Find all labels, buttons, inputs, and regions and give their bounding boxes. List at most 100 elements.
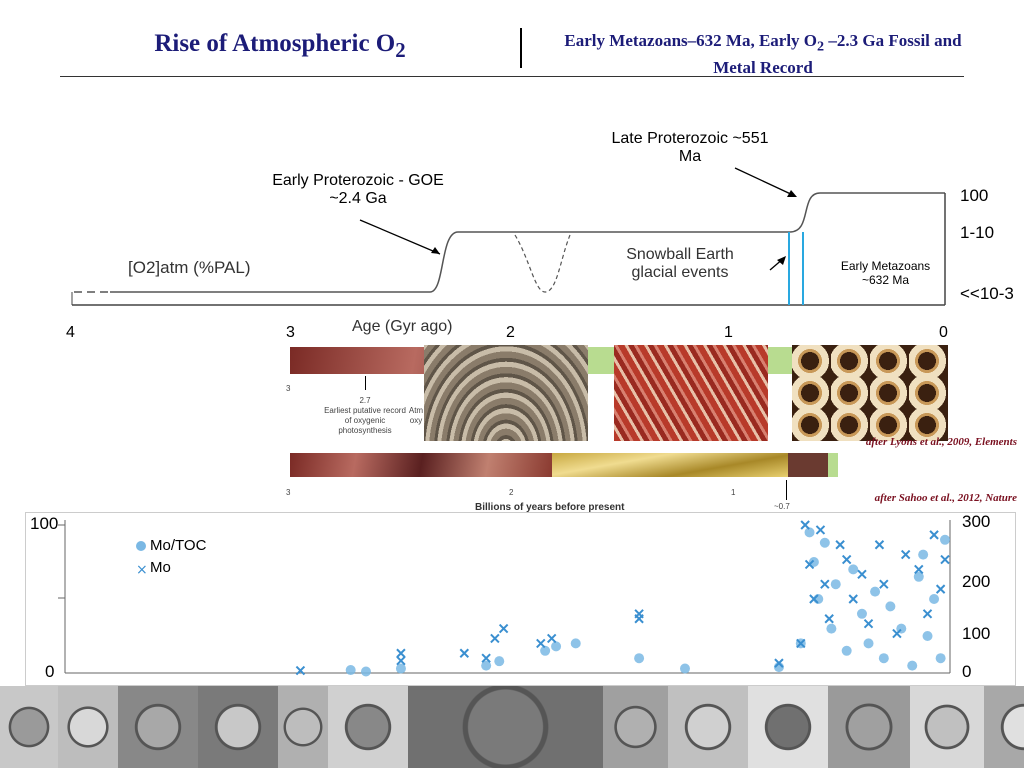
mo-point [536, 638, 546, 649]
page-subtitle: Early Metazoans–632 Ma, Early O2 –2.3 Ga… [564, 31, 962, 78]
green-band [828, 453, 838, 477]
green-band [588, 347, 615, 374]
tick-label: 2 [509, 488, 514, 497]
note-cut: Atm oxy [408, 406, 424, 425]
fossil-photo [408, 686, 603, 768]
mo-toc-point [634, 653, 645, 664]
right-tick: 200 [962, 572, 991, 591]
arrow-icon [365, 376, 366, 390]
y-level: 100 [960, 186, 989, 205]
mo-toc-point [494, 656, 505, 667]
left-tick: 0 [45, 662, 55, 681]
page-title: Rise of Atmospheric O2 [154, 30, 406, 62]
oxygen-curve-chart [71, 167, 946, 306]
mo-point [804, 559, 815, 570]
fossil-photo [58, 686, 118, 768]
mo-point [929, 530, 939, 540]
mo-toc-point [856, 608, 867, 619]
x-tick: 4 [66, 324, 75, 341]
x-tick: 1 [724, 324, 733, 341]
svg-text:×: × [136, 562, 148, 578]
mo-point [396, 655, 406, 666]
mo-point [800, 520, 810, 530]
left-tick: 100 [30, 514, 59, 533]
annotation-snowball: Snowball Earth glacial events [626, 246, 734, 281]
legend-circle-icon [136, 541, 146, 551]
mo-point [879, 579, 889, 589]
mo-toc-point [395, 663, 406, 674]
shale-strip [788, 453, 828, 477]
pyrite-strip [552, 453, 788, 477]
mo-toc-point [885, 601, 896, 612]
credit-lyons: after Lyons et al., 2009, Elements [865, 436, 1017, 448]
legend-mo: Mo [150, 559, 171, 576]
mo-point [857, 569, 867, 580]
mo-point [634, 614, 644, 624]
mo-point [835, 540, 845, 550]
mo-point [892, 628, 902, 639]
x-tick: 2 [506, 324, 515, 341]
mo-toc-point [551, 641, 562, 652]
mo-toc-point [913, 571, 924, 582]
mo-point [546, 633, 557, 644]
arrow-icon [786, 480, 787, 500]
fossil-photo [828, 686, 910, 768]
mo-point [874, 540, 885, 550]
mo-toc-point [878, 653, 889, 664]
fossil-photo [278, 686, 328, 768]
legend-mo-toc: Mo/TOC [150, 537, 207, 554]
right-tick: 0 [962, 662, 972, 681]
y-level: <<10-3 [960, 284, 1014, 303]
fossil-photo [668, 686, 748, 768]
mo-point [935, 584, 946, 594]
red-bed-photo [614, 345, 768, 441]
mo-toc-point [918, 549, 929, 560]
tick-label: 3 [286, 488, 291, 497]
mo-point [815, 525, 826, 535]
x-axis-label: Age (Gyr ago) [352, 318, 453, 335]
mo-toc-point [907, 660, 918, 671]
mo-point [922, 609, 933, 619]
title-divider [520, 28, 522, 68]
mo-point [498, 623, 509, 634]
stromatolite-photo [424, 345, 588, 441]
mo-toc-point [570, 638, 581, 649]
credit-sahoo: after Sahoo et al., 2012, Nature [874, 492, 1017, 504]
mo-toc-point [540, 645, 551, 656]
mo-toc-point [841, 645, 852, 656]
mo-toc-point [345, 665, 356, 676]
scatter-frame [25, 512, 1016, 686]
banded-iron-strip-2 [290, 453, 552, 477]
mo-point [396, 648, 406, 658]
oxygen-curve [110, 192, 945, 293]
header-rule [60, 76, 964, 77]
right-tick: 300 [962, 512, 991, 531]
mo-point [863, 618, 874, 629]
mo-toc-point [808, 557, 819, 567]
middle-x-label: Billions of years before present [475, 502, 625, 513]
mo-toc-point [848, 564, 859, 575]
mo-toc-point [360, 666, 371, 677]
mo-toc-point [826, 623, 837, 634]
right-tick: 100 [962, 624, 991, 643]
microfossil-photo-grid [792, 345, 948, 441]
mo-toc-point [870, 586, 881, 597]
mo-point [490, 633, 500, 644]
mo-toc-point [481, 660, 492, 671]
mo-point [824, 614, 834, 624]
fossil-photo [984, 686, 1024, 768]
fossil-photo [198, 686, 278, 768]
mo-toc-point [935, 653, 946, 664]
mo-point [940, 554, 950, 565]
mo-point [459, 648, 470, 658]
annotation-late-proterozoic: Late Proterozoic ~551 Ma [611, 130, 769, 165]
oxygen-dip-dashed [514, 234, 571, 293]
fossil-photo [748, 686, 828, 768]
mo-point [914, 564, 924, 575]
mo-point [481, 653, 491, 663]
x-tick: 3 [286, 324, 295, 341]
mo-toc-point [922, 631, 933, 641]
tick-label: 1 [731, 488, 736, 497]
